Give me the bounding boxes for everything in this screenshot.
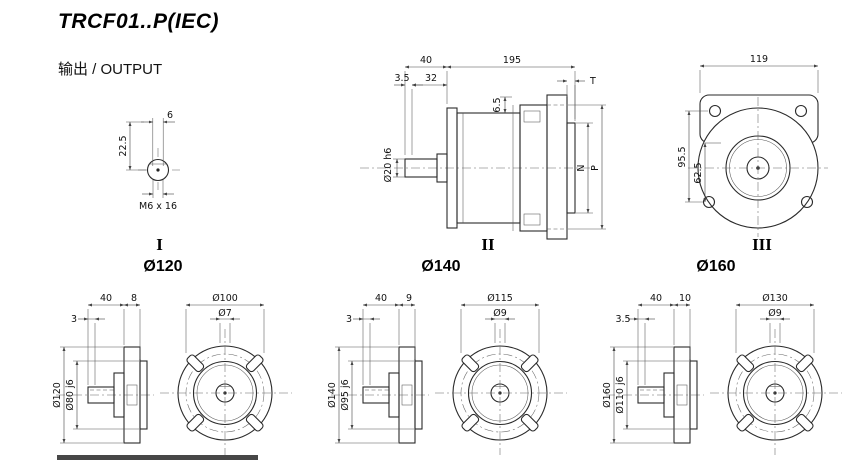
variant-side-dimensions: 40 8 3 Ø120 Ø80 j6 <box>52 293 141 444</box>
dim-outer: Ø160 <box>602 382 613 408</box>
shaft-end-view-drawing: 6 22.5 M6 x 16 <box>118 110 180 212</box>
dim-tap-thread: M6 x 16 <box>139 201 177 212</box>
dim-6-5: 6.5 <box>492 97 503 112</box>
dim-outer: Ø140 <box>327 382 338 408</box>
dim-hole: Ø9 <box>493 308 507 319</box>
variant-front-dimensions: Ø115 Ø9 <box>460 293 540 353</box>
cropped-next-section-edge <box>57 455 258 460</box>
variant-title-140: Ø140 <box>421 258 461 275</box>
dim-bolt-circle: Ø100 <box>212 293 238 304</box>
side-view-drawing: 40 195 3.5 32 6.5 T Ø20 h6 N <box>360 55 606 240</box>
dim-height: 22.5 <box>118 135 129 156</box>
page-title: TRCF01..P(IEC) <box>58 10 220 33</box>
dim-40: 40 <box>420 55 432 66</box>
dim-pilot: Ø95 j6 <box>340 379 351 410</box>
variant-front-dimensions: Ø130 Ø9 <box>735 293 815 353</box>
variant-title-120: Ø120 <box>143 258 183 275</box>
dim-a: 40 <box>100 293 112 304</box>
dim-b: 10 <box>679 293 691 304</box>
dim-3-5: 3.5 <box>394 73 409 84</box>
dim-shaft-dia: Ø20 h6 <box>383 148 394 183</box>
dim-b: 8 <box>131 293 137 304</box>
dim-b: 9 <box>406 293 412 304</box>
dim-bolt-circle: Ø115 <box>487 293 513 304</box>
view-label-3: III <box>752 235 772 254</box>
dim-95-5: 95.5 <box>677 146 688 167</box>
side-view-outline <box>360 94 598 240</box>
view-label-2: II <box>481 235 495 254</box>
dim-hole: Ø7 <box>218 308 232 319</box>
variant-side-view <box>56 346 154 444</box>
dim-a: 40 <box>650 293 662 304</box>
flange-front-dimensions: 119 95.5 62.5 <box>677 54 819 203</box>
variant-front-dimensions: Ø100 Ø7 <box>185 293 265 353</box>
variant-front-view <box>710 329 842 455</box>
dim-N: N <box>576 164 587 171</box>
dim-P: P <box>590 165 601 171</box>
side-view-dimensions: 40 195 3.5 32 6.5 T Ø20 h6 N <box>383 55 606 230</box>
dim-195: 195 <box>503 55 521 66</box>
variant-side-dimensions: 40 10 3.5 Ø160 Ø110 j6 <box>602 293 691 444</box>
dim-c: 3.5 <box>615 314 630 325</box>
dim-bolt-circle: Ø130 <box>762 293 788 304</box>
variant-side-view <box>606 346 704 444</box>
dim-pilot: Ø80 j6 <box>65 379 76 410</box>
variant-title-160: Ø160 <box>696 258 736 275</box>
flange-variant-drawing-140: 40 9 3 Ø140 Ø95 j6 <box>327 293 567 455</box>
dim-a: 40 <box>375 293 387 304</box>
dim-c: 3 <box>346 314 352 325</box>
flange-front-view-drawing: 119 95.5 62.5 <box>677 54 828 237</box>
flange-front-outline <box>688 94 828 237</box>
variant-front-view <box>435 329 567 455</box>
page-subtitle: 输出 / OUTPUT <box>58 61 163 78</box>
dim-outer: Ø120 <box>52 382 63 408</box>
dim-T: T <box>589 76 596 87</box>
variant-front-view <box>160 329 292 455</box>
flange-variant-drawing-120: 40 8 3 Ø120 Ø80 j6 <box>52 293 292 455</box>
dim-c: 3 <box>71 314 77 325</box>
dim-32: 32 <box>425 73 437 84</box>
dim-pilot: Ø110 j6 <box>615 376 626 413</box>
shaft-end-outline <box>138 148 180 190</box>
variant-side-view <box>331 346 429 444</box>
shaft-end-dimensions: 6 22.5 M6 x 16 <box>118 110 177 212</box>
variant-side-dimensions: 40 9 3 Ø140 Ø95 j6 <box>327 293 416 444</box>
dim-hole: Ø9 <box>768 308 782 319</box>
dim-119: 119 <box>750 54 768 65</box>
dim-62-5: 62.5 <box>693 162 704 183</box>
flange-variant-drawing-160: 40 10 3.5 Ø160 Ø110 j6 <box>602 293 842 455</box>
view-label-1: I <box>156 235 163 254</box>
dim-key-width: 6 <box>167 110 173 121</box>
